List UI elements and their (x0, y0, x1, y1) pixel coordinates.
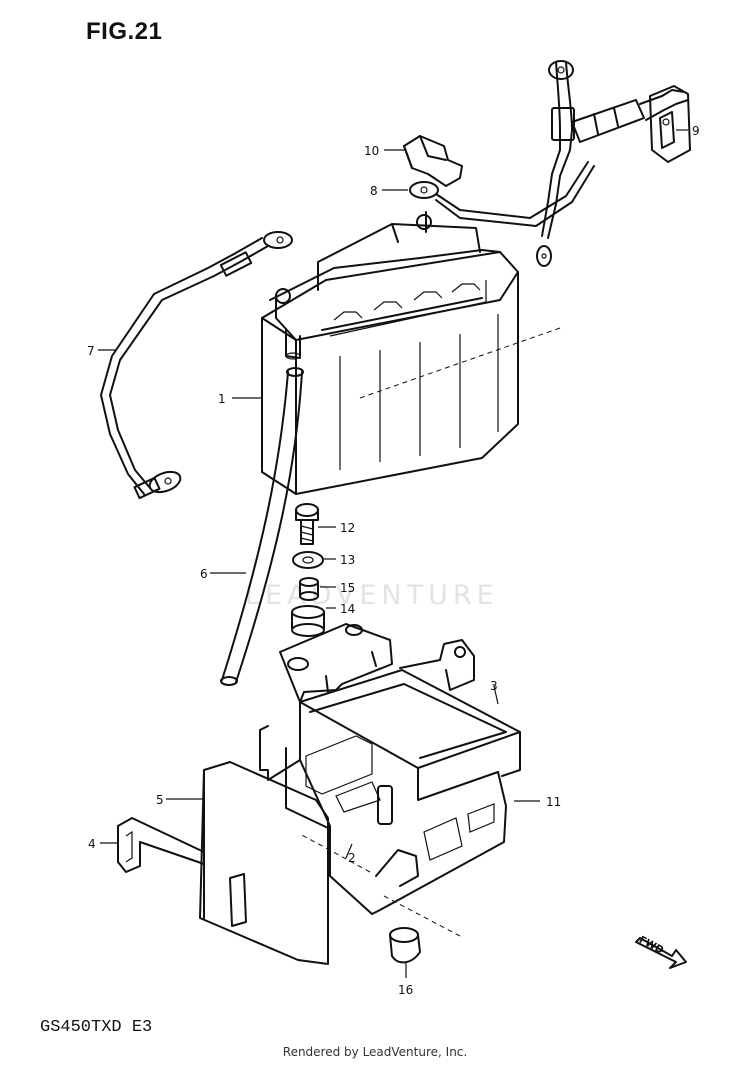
battery-1 (261, 211, 561, 495)
callout-9: 9 (692, 124, 700, 138)
callout-15: 15 (340, 581, 355, 595)
callout-10: 10 (364, 144, 379, 158)
battery-cable-8 (409, 60, 595, 267)
terminal-cover-10 (403, 135, 463, 187)
callout-14: 14 (340, 602, 355, 616)
lead-wire-7 (100, 231, 293, 500)
callout-7: 7 (87, 344, 95, 358)
callout-1: 1 (218, 392, 226, 406)
strap-4 (117, 817, 205, 873)
callout-4: 4 (88, 837, 96, 851)
callout-8: 8 (370, 184, 378, 198)
battery-guard-5 (199, 761, 329, 965)
cap-16 (389, 927, 421, 964)
callout-5: 5 (156, 793, 164, 807)
callout-12: 12 (340, 521, 355, 535)
fuse-holder-9 (571, 85, 691, 163)
assembly-line (299, 833, 371, 873)
callout-11: 11 (546, 795, 561, 809)
callout-leaders (98, 129, 688, 978)
battery-holder-3 (259, 623, 521, 915)
model-code: GS450TXD E3 (40, 1018, 153, 1037)
callout-13: 13 (340, 553, 355, 567)
bolt-12 (295, 503, 319, 545)
callout-3: 3 (490, 679, 498, 693)
callout-6: 6 (200, 567, 208, 581)
figure-title: FIG.21 (86, 18, 163, 45)
watermark: LEADVENTURE (245, 580, 499, 611)
washer-13 (292, 551, 324, 569)
cushion-14 (291, 605, 325, 637)
breather-tube-6 (220, 367, 304, 686)
callout-2: 2 (348, 851, 356, 865)
footer-credit: Rendered by LeadVenture, Inc. (282, 1045, 468, 1059)
collar-15 (299, 577, 319, 601)
forward-arrow-icon (635, 937, 687, 969)
callout-16: 16 (398, 983, 413, 997)
